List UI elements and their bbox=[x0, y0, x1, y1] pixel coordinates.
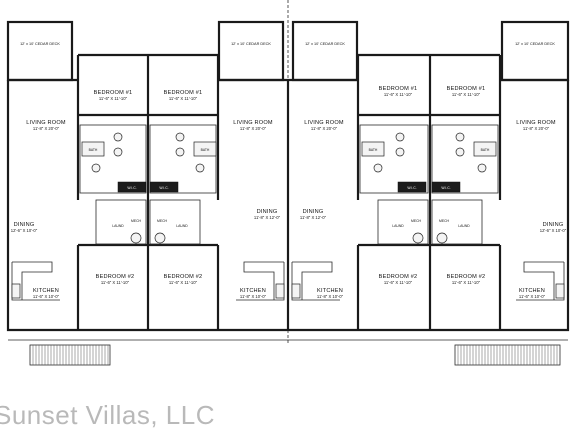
wic-label: W.I.C. bbox=[159, 186, 168, 190]
mech-label: MECH bbox=[131, 219, 142, 223]
living-room-dim: 11'-8" X 20'-0" bbox=[311, 126, 338, 131]
living-room-label: LIVING ROOM bbox=[233, 120, 273, 126]
kitchen-dim: 11'-8" X 10'-0" bbox=[317, 294, 344, 299]
bath-label: BATH bbox=[481, 148, 490, 152]
front-stairs bbox=[29, 344, 561, 366]
watermark-text: Sunset Villas, LLC bbox=[0, 400, 215, 430]
deck-1 bbox=[6, 20, 74, 82]
mech-label: MECH bbox=[439, 219, 450, 223]
deck-3-label: 12' x 10' CEDAR DECK bbox=[305, 42, 345, 46]
kitchen-label: KITCHEN bbox=[519, 288, 545, 294]
bath-label: BATH bbox=[201, 148, 210, 152]
wic-label: W.I.C. bbox=[127, 186, 136, 190]
bedroom-1-dim: 11'-6" X 11'-10" bbox=[452, 92, 481, 97]
bedroom-1-label: BEDROOM #1 bbox=[164, 90, 203, 96]
bedroom-2-dim: 11'-6" X 11'-10" bbox=[452, 280, 481, 285]
deck-4 bbox=[500, 20, 570, 82]
mech-label: MECH bbox=[411, 219, 422, 223]
unit-3: LIVING ROOM 11'-8" X 20'-0" DINING 11'-8… bbox=[300, 86, 422, 299]
wic-label: W.I.C. bbox=[407, 186, 416, 190]
bath-label: BATH bbox=[369, 148, 378, 152]
deck-2 bbox=[217, 20, 285, 82]
kitchen-dim: 11'-6" X 10'-0" bbox=[519, 294, 546, 299]
bedroom-2-dim: 11'-6" X 11'-10" bbox=[101, 280, 130, 285]
kitchen-label: KITCHEN bbox=[240, 288, 266, 294]
unit-4: LIVING ROOM 11'-8" X 20'-0" DINING 12'-6… bbox=[439, 86, 567, 299]
bedroom-1-label: BEDROOM #1 bbox=[379, 86, 418, 92]
bedroom-1-dim: 11'-6" X 11'-10" bbox=[384, 92, 413, 97]
bedroom-1-dim: 11'-6" X 11'-10" bbox=[169, 96, 198, 101]
laund-label: LAUND bbox=[392, 224, 404, 228]
living-room-dim: 11'-8" X 20'-0" bbox=[33, 126, 60, 131]
stair-block-1 bbox=[29, 344, 111, 366]
laund-label: LAUND bbox=[112, 224, 124, 228]
dining-dim: 11'-8" X 12'-0" bbox=[300, 215, 327, 220]
living-room-label: LIVING ROOM bbox=[26, 120, 66, 126]
laund-label: LAUND bbox=[458, 224, 470, 228]
dining-dim: 11'-8" X 12'-0" bbox=[254, 215, 281, 220]
deck-3 bbox=[291, 20, 359, 82]
dining-label: DINING bbox=[543, 222, 564, 228]
deck-2-label: 12' x 10' CEDAR DECK bbox=[231, 42, 271, 46]
unit-1: LIVING ROOM 11'-8" X 20'-0" DINING 12'-6… bbox=[11, 90, 142, 299]
kitchen-dim: 11'-8" X 10'-0" bbox=[240, 294, 267, 299]
living-room-dim: 11'-8" X 20'-0" bbox=[523, 126, 550, 131]
building-outline bbox=[6, 0, 570, 345]
bedroom-2-label: BEDROOM #2 bbox=[96, 274, 135, 280]
deck-1-label: 12' x 10' CEDAR DECK bbox=[20, 42, 60, 46]
dining-label: DINING bbox=[303, 209, 324, 215]
bedroom-1-label: BEDROOM #1 bbox=[447, 86, 486, 92]
unit-2: LIVING ROOM 11'-8" X 20'-0" DINING 11'-8… bbox=[157, 90, 281, 299]
stair-block-2 bbox=[454, 344, 561, 366]
kitchen-dim: 11'-6" X 10'-0" bbox=[33, 294, 60, 299]
bedroom-1-label: BEDROOM #1 bbox=[94, 90, 133, 96]
living-room-label: LIVING ROOM bbox=[304, 120, 344, 126]
laund-label: LAUND bbox=[176, 224, 188, 228]
wic-label: W.I.C. bbox=[441, 186, 450, 190]
fixtures bbox=[8, 132, 568, 341]
dining-dim: 12'-6" X 10'-0" bbox=[540, 228, 567, 233]
bath-label: BATH bbox=[89, 148, 98, 152]
bedroom-2-dim: 11'-6" X 11'-10" bbox=[169, 280, 198, 285]
bedroom-1-dim: 11'-6" X 11'-10" bbox=[99, 96, 128, 101]
dining-dim: 12'-6" X 10'-0" bbox=[11, 228, 38, 233]
bedroom-2-label: BEDROOM #2 bbox=[447, 274, 486, 280]
kitchen-label: KITCHEN bbox=[33, 288, 59, 294]
bedroom-2-label: BEDROOM #2 bbox=[379, 274, 418, 280]
living-room-dim: 11'-8" X 20'-0" bbox=[240, 126, 267, 131]
bedroom-2-label: BEDROOM #2 bbox=[164, 274, 203, 280]
living-room-label: LIVING ROOM bbox=[516, 120, 556, 126]
dining-label: DINING bbox=[257, 209, 278, 215]
dining-label: DINING bbox=[14, 222, 35, 228]
mech-label: MECH bbox=[157, 219, 168, 223]
deck-4-label: 12' x 10' CEDAR DECK bbox=[515, 42, 555, 46]
bedroom-2-dim: 11'-6" X 11'-10" bbox=[384, 280, 413, 285]
kitchen-label: KITCHEN bbox=[317, 288, 343, 294]
